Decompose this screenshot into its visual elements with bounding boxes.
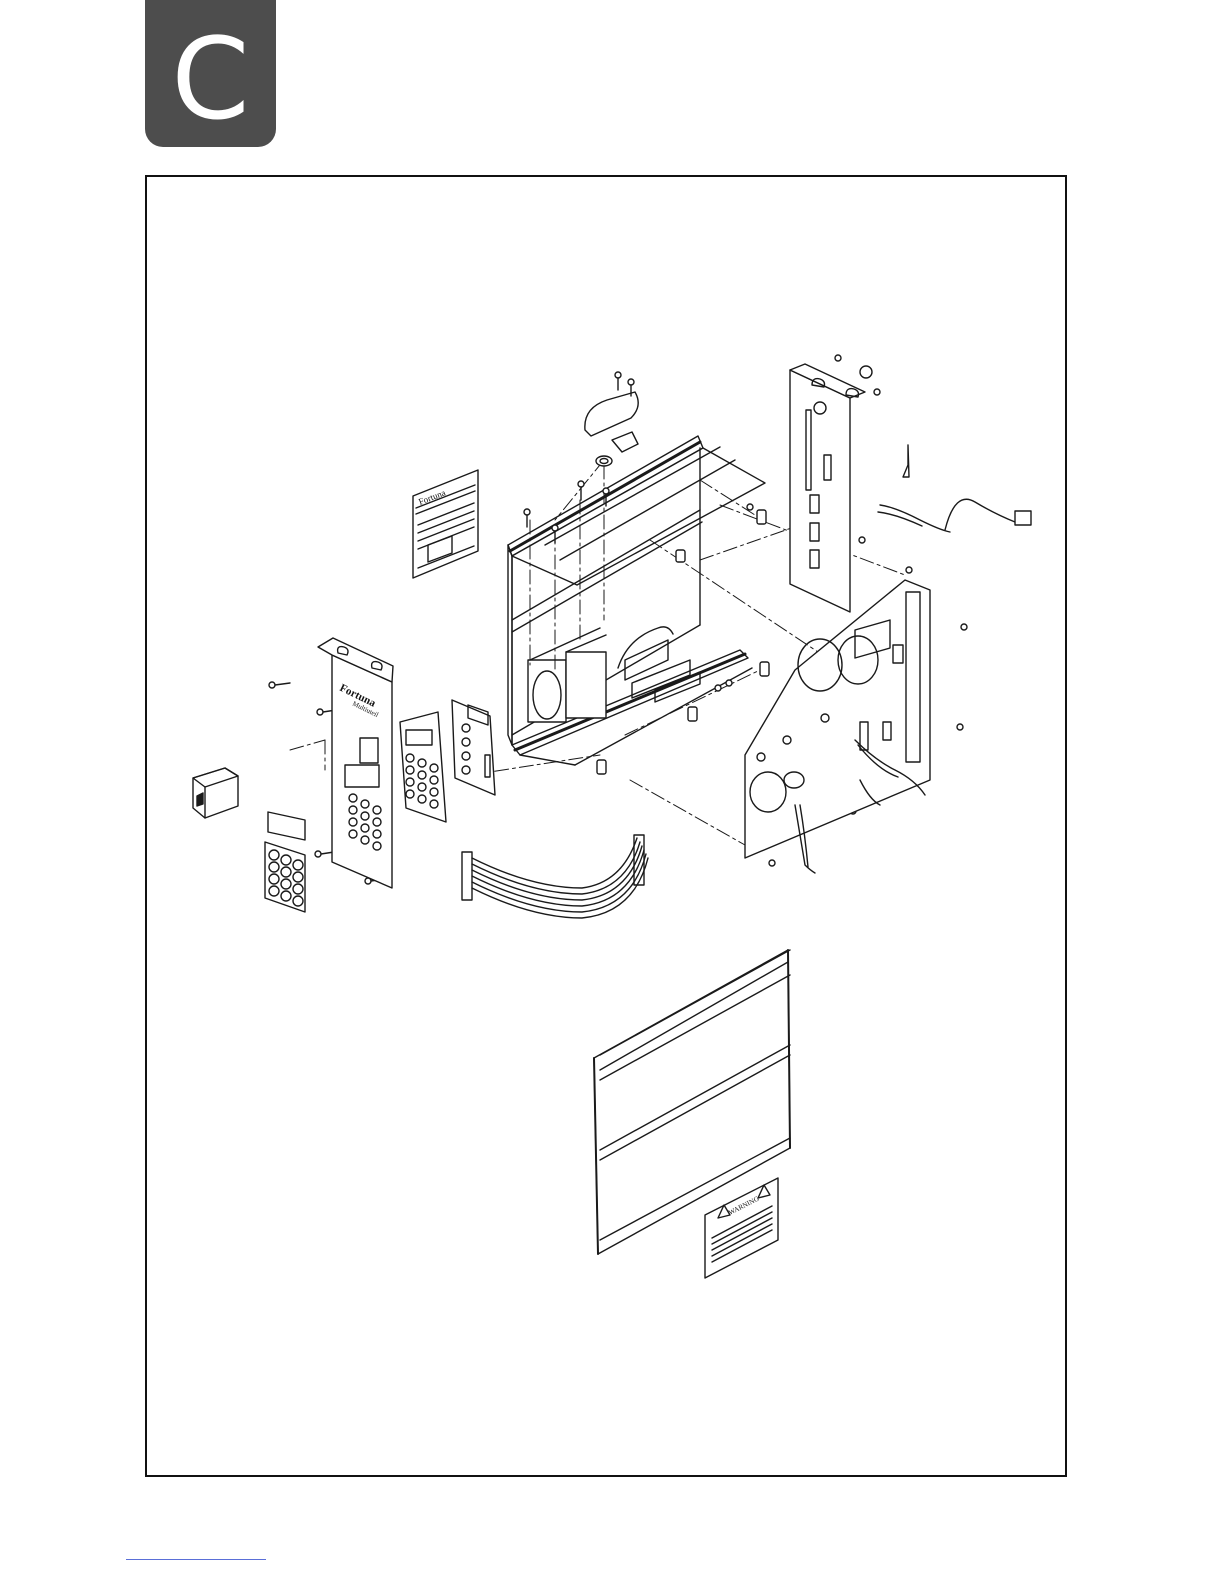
display-circuit-board [452, 700, 495, 795]
warning-label: WARNING [705, 1178, 778, 1278]
display-window-gasket [268, 812, 305, 840]
keypad-circuit-board [400, 712, 446, 822]
right-mounting-bracket [790, 364, 909, 612]
front-panel: Fortuna Multiuteil [318, 638, 393, 888]
top-cap-assembly [585, 392, 638, 466]
rocker-switch [193, 768, 238, 818]
footer-rule [126, 1559, 266, 1560]
power-cord [878, 499, 1031, 532]
membrane-keypad [265, 842, 305, 912]
rating-plate: Fortuna [413, 470, 478, 578]
ribbon-cable [462, 835, 648, 918]
main-circuit-board [745, 580, 930, 873]
